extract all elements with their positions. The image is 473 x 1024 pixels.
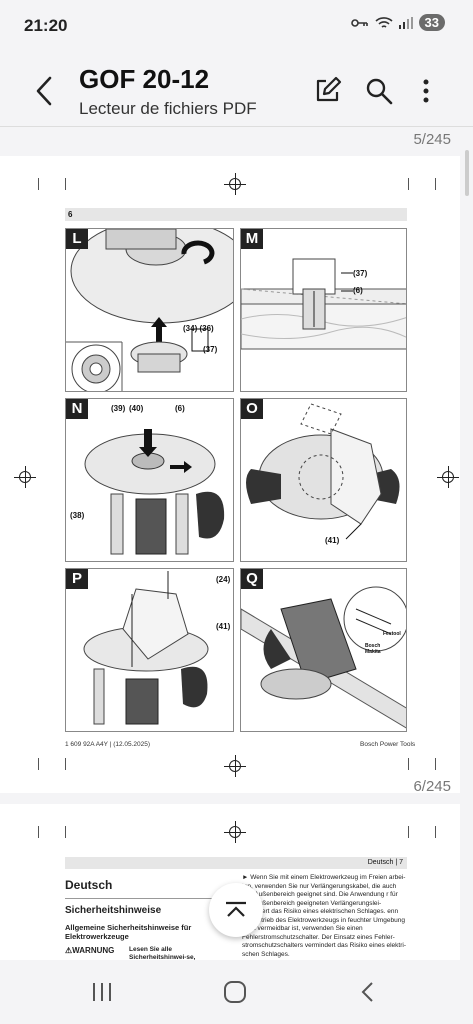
callout: (40) xyxy=(129,404,144,413)
callout: (41) xyxy=(325,536,340,545)
search-icon[interactable] xyxy=(364,76,394,106)
document-title: GOF 20-12 xyxy=(79,64,210,94)
scrollbar[interactable] xyxy=(465,150,469,196)
crop-mark xyxy=(435,758,436,770)
figure-panel-m: M (37) (6) xyxy=(240,228,407,392)
figure-panel-p: P (24) (41) xyxy=(65,568,234,732)
crop-mark xyxy=(408,178,409,190)
callout: (34) (36) xyxy=(183,324,214,333)
callout: (38) xyxy=(70,511,85,520)
app-subtitle: Lecteur de fichiers PDF xyxy=(79,99,257,118)
baseplate-drawing xyxy=(84,429,225,555)
footer-doc-number: 1 609 92A A4Y | (12.05.2025) xyxy=(65,741,151,748)
bullet-icon: ► xyxy=(242,874,249,881)
edit-icon[interactable] xyxy=(312,76,342,106)
section-heading: Deutsch xyxy=(65,878,113,892)
router-top-drawing xyxy=(246,403,400,540)
callout: Bosch Makita xyxy=(365,643,381,655)
crop-mark xyxy=(65,178,66,190)
subsection-heading: Allgemeine Sicherheitshinweise für Elekt… xyxy=(65,923,192,941)
guide-rail-drawing xyxy=(241,586,406,729)
panel-label-n: N xyxy=(66,399,88,419)
crop-mark xyxy=(38,826,39,838)
status-time: 21:20 xyxy=(24,16,68,35)
callout: (37) xyxy=(353,269,368,278)
callout: (37) xyxy=(203,345,218,354)
crop-mark xyxy=(65,826,66,838)
cross-section-drawing xyxy=(241,258,406,350)
crop-mark xyxy=(408,826,409,838)
callout: (41) xyxy=(216,622,231,631)
panel-label-l: L xyxy=(66,229,88,249)
wifi-icon xyxy=(374,16,393,28)
registration-mark xyxy=(14,466,36,488)
page7-header-bar: Deutsch | 7 xyxy=(65,857,407,869)
warning-icon: ⚠ xyxy=(65,946,73,955)
registration-mark xyxy=(224,821,246,843)
recents-icon[interactable] xyxy=(90,980,114,1004)
panel-label-m: M xyxy=(241,229,263,249)
page-header-bar: 6 xyxy=(65,208,407,221)
crop-mark xyxy=(435,826,436,838)
panel-label-p: P xyxy=(66,569,88,589)
key-icon xyxy=(350,18,368,27)
crop-mark xyxy=(65,758,66,770)
battery-badge: 33 xyxy=(418,14,445,31)
figure-panel-o: O (41) xyxy=(240,398,407,562)
callout: Festool xyxy=(383,631,401,637)
page-indicator: 6/245 xyxy=(413,778,451,795)
home-icon[interactable] xyxy=(222,979,248,1005)
page-indicator-bar: 5/245 xyxy=(0,126,473,148)
callout: (39) xyxy=(111,404,126,413)
page-header-number: 6 xyxy=(68,210,73,219)
figure-panel-l: L (34) (36) (37) xyxy=(65,228,234,392)
signal-icon xyxy=(398,16,413,29)
divider xyxy=(65,898,225,899)
chip-guard-drawing xyxy=(83,571,209,725)
subheading: Sicherheitshinweise xyxy=(65,905,162,916)
chevron-up-icon xyxy=(226,901,246,917)
crop-mark xyxy=(435,178,436,190)
page-indicator-bar: 6/245 xyxy=(0,776,473,796)
app-bar: GOF 20-12 Lecteur de fichiers PDF xyxy=(0,54,473,130)
figure-panel-n: N (39) (40) (6) (38) xyxy=(65,398,234,562)
back-arrow-icon[interactable] xyxy=(30,74,60,108)
warning-label: ⚠WARNUNG xyxy=(65,946,115,955)
system-nav-bar xyxy=(0,960,473,1024)
panel-label-q: Q xyxy=(241,569,263,589)
figure-panel-q: Q Festool Bosch Makita xyxy=(240,568,407,732)
registration-mark xyxy=(437,466,459,488)
callout: (24) xyxy=(216,575,231,584)
scroll-to-top-button[interactable] xyxy=(209,883,263,937)
status-bar: 21:20 33 xyxy=(0,0,473,54)
footer-brand: Bosch Power Tools xyxy=(360,741,416,748)
router-base-drawing xyxy=(66,229,233,391)
warning-text: Lesen Sie alle Sicherheitshinwei-se, Anw… xyxy=(129,946,196,960)
body-text-right: ► Wenn Sie mit einem Elektrowerkzeug im … xyxy=(242,874,406,958)
callout: (6) xyxy=(353,286,363,295)
crop-mark xyxy=(408,758,409,770)
callout: (6) xyxy=(175,404,185,413)
more-icon[interactable] xyxy=(411,76,441,106)
nav-back-icon[interactable] xyxy=(356,980,380,1004)
registration-mark xyxy=(224,173,246,195)
registration-mark xyxy=(224,755,246,777)
page-indicator: 5/245 xyxy=(413,131,451,148)
crop-mark xyxy=(38,178,39,190)
crop-mark xyxy=(38,758,39,770)
panel-label-o: O xyxy=(241,399,263,419)
